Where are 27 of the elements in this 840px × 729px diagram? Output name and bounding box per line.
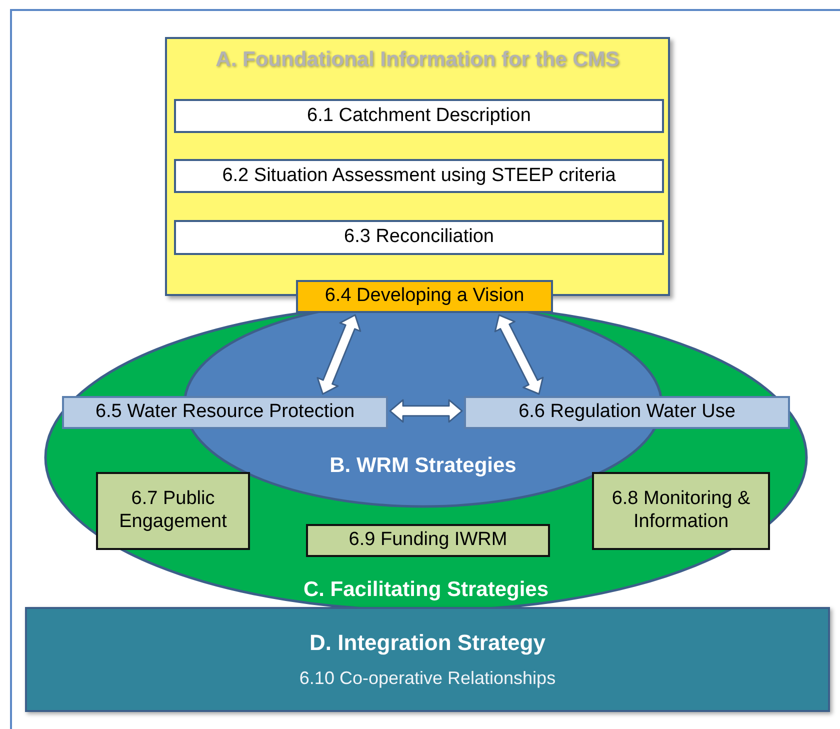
double-arrow (494, 314, 544, 395)
process-box (296, 280, 553, 313)
box-label: 6.9 Funding IWRM (348, 529, 508, 552)
box-label: 6.2 Situation Assessment using STEEP criteria (222, 164, 616, 188)
box-label: 6.8 Monitoring & Information (610, 488, 752, 534)
process-box (464, 396, 790, 429)
process-box (174, 220, 664, 255)
process-box (174, 99, 664, 133)
box-label: 6.7 Public Engagement (118, 488, 228, 534)
section-heading: A. Foundational Information for the CMS (216, 47, 620, 72)
process-box (174, 159, 664, 193)
box-label: 6.6 Regulation Water Use (518, 401, 736, 424)
process-box (306, 524, 550, 557)
process-box (96, 472, 250, 550)
section-heading: C. Facilitating Strategies (303, 576, 549, 602)
double-arrow (389, 399, 463, 423)
double-arrow (316, 314, 362, 395)
box-label: 6.5 Water Resource Protection (95, 401, 355, 424)
box-label: 6.10 Co-operative Relationships (299, 668, 556, 690)
box-label: 6.3 Reconciliation (344, 226, 494, 249)
box-label: 6.1 Catchment Description (307, 104, 531, 128)
process-box (592, 472, 770, 550)
box-label: 6.4 Developing a Vision (324, 285, 524, 308)
section-box (25, 607, 830, 712)
section-heading: D. Integration Strategy (310, 630, 546, 656)
section-heading: B. WRM Strategies (330, 452, 516, 478)
process-box (62, 396, 388, 429)
